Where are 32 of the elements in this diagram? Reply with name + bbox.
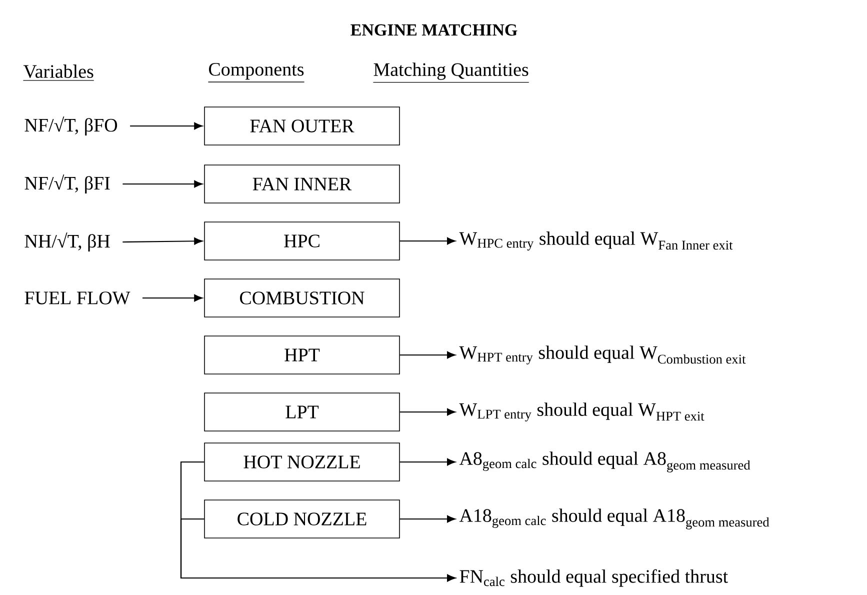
arrow [400,408,456,416]
component-box: HOT NOZZLE [204,442,400,482]
arrow [400,515,456,523]
variable-label: NF/√T, βFI [24,174,110,194]
matching-quantity: $\text{A8}_{\text{geom calc}}\text{ should equal A8}_{\text{geom measured}}$ [459,452,750,472]
component-box: HPT [204,336,400,374]
variable-label: NF/√T, βFO [24,116,118,136]
arrow [400,237,456,245]
arrow [122,238,203,245]
matching-quantity: $\text{A18}_{\text{geom calc}}\text{ should equal A18}_{\text{geom measured}}$ [459,508,770,530]
column-heading: Variables [22,64,94,81]
arrow [180,518,456,582]
arrow [122,180,203,188]
arrow [400,351,456,359]
variable-label: FUEL FLOW [24,292,130,304]
component-box: COMBUSTION [204,278,400,318]
arrow [400,458,456,466]
component-box: LPT [204,392,400,432]
arrow [130,122,203,130]
matching-quantity: $\text{FN}_{\text{calc}}\text{ should equal specified thrust}$ [460,569,728,587]
matching-quantity: $\text{W}_{\text{HPT entry}}\text{ should equal W}_{\text{Combustion exit}}$ [459,346,746,364]
column-heading: Matching Quantities [372,62,530,83]
component-box: FAN OUTER [204,106,400,146]
component-box: HPC [204,222,400,260]
variable-label: NH/√T, βH [24,232,110,252]
component-box: COLD NOZZLE [204,500,400,538]
title: ENGINE MATCHING [350,24,518,36]
arrow [142,294,203,302]
component-box: FAN INNER [204,164,400,204]
matching-quantity: $\text{W}_{\text{LPT entry}}\text{ should equal W}_{\text{HPT exit}}$ [459,402,704,422]
column-heading: Components [208,62,305,82]
matching-quantity: $\text{W}_{\text{HPC entry}}\text{ should equal W}_{\text{Fan Inner exit}}$ [459,232,733,250]
